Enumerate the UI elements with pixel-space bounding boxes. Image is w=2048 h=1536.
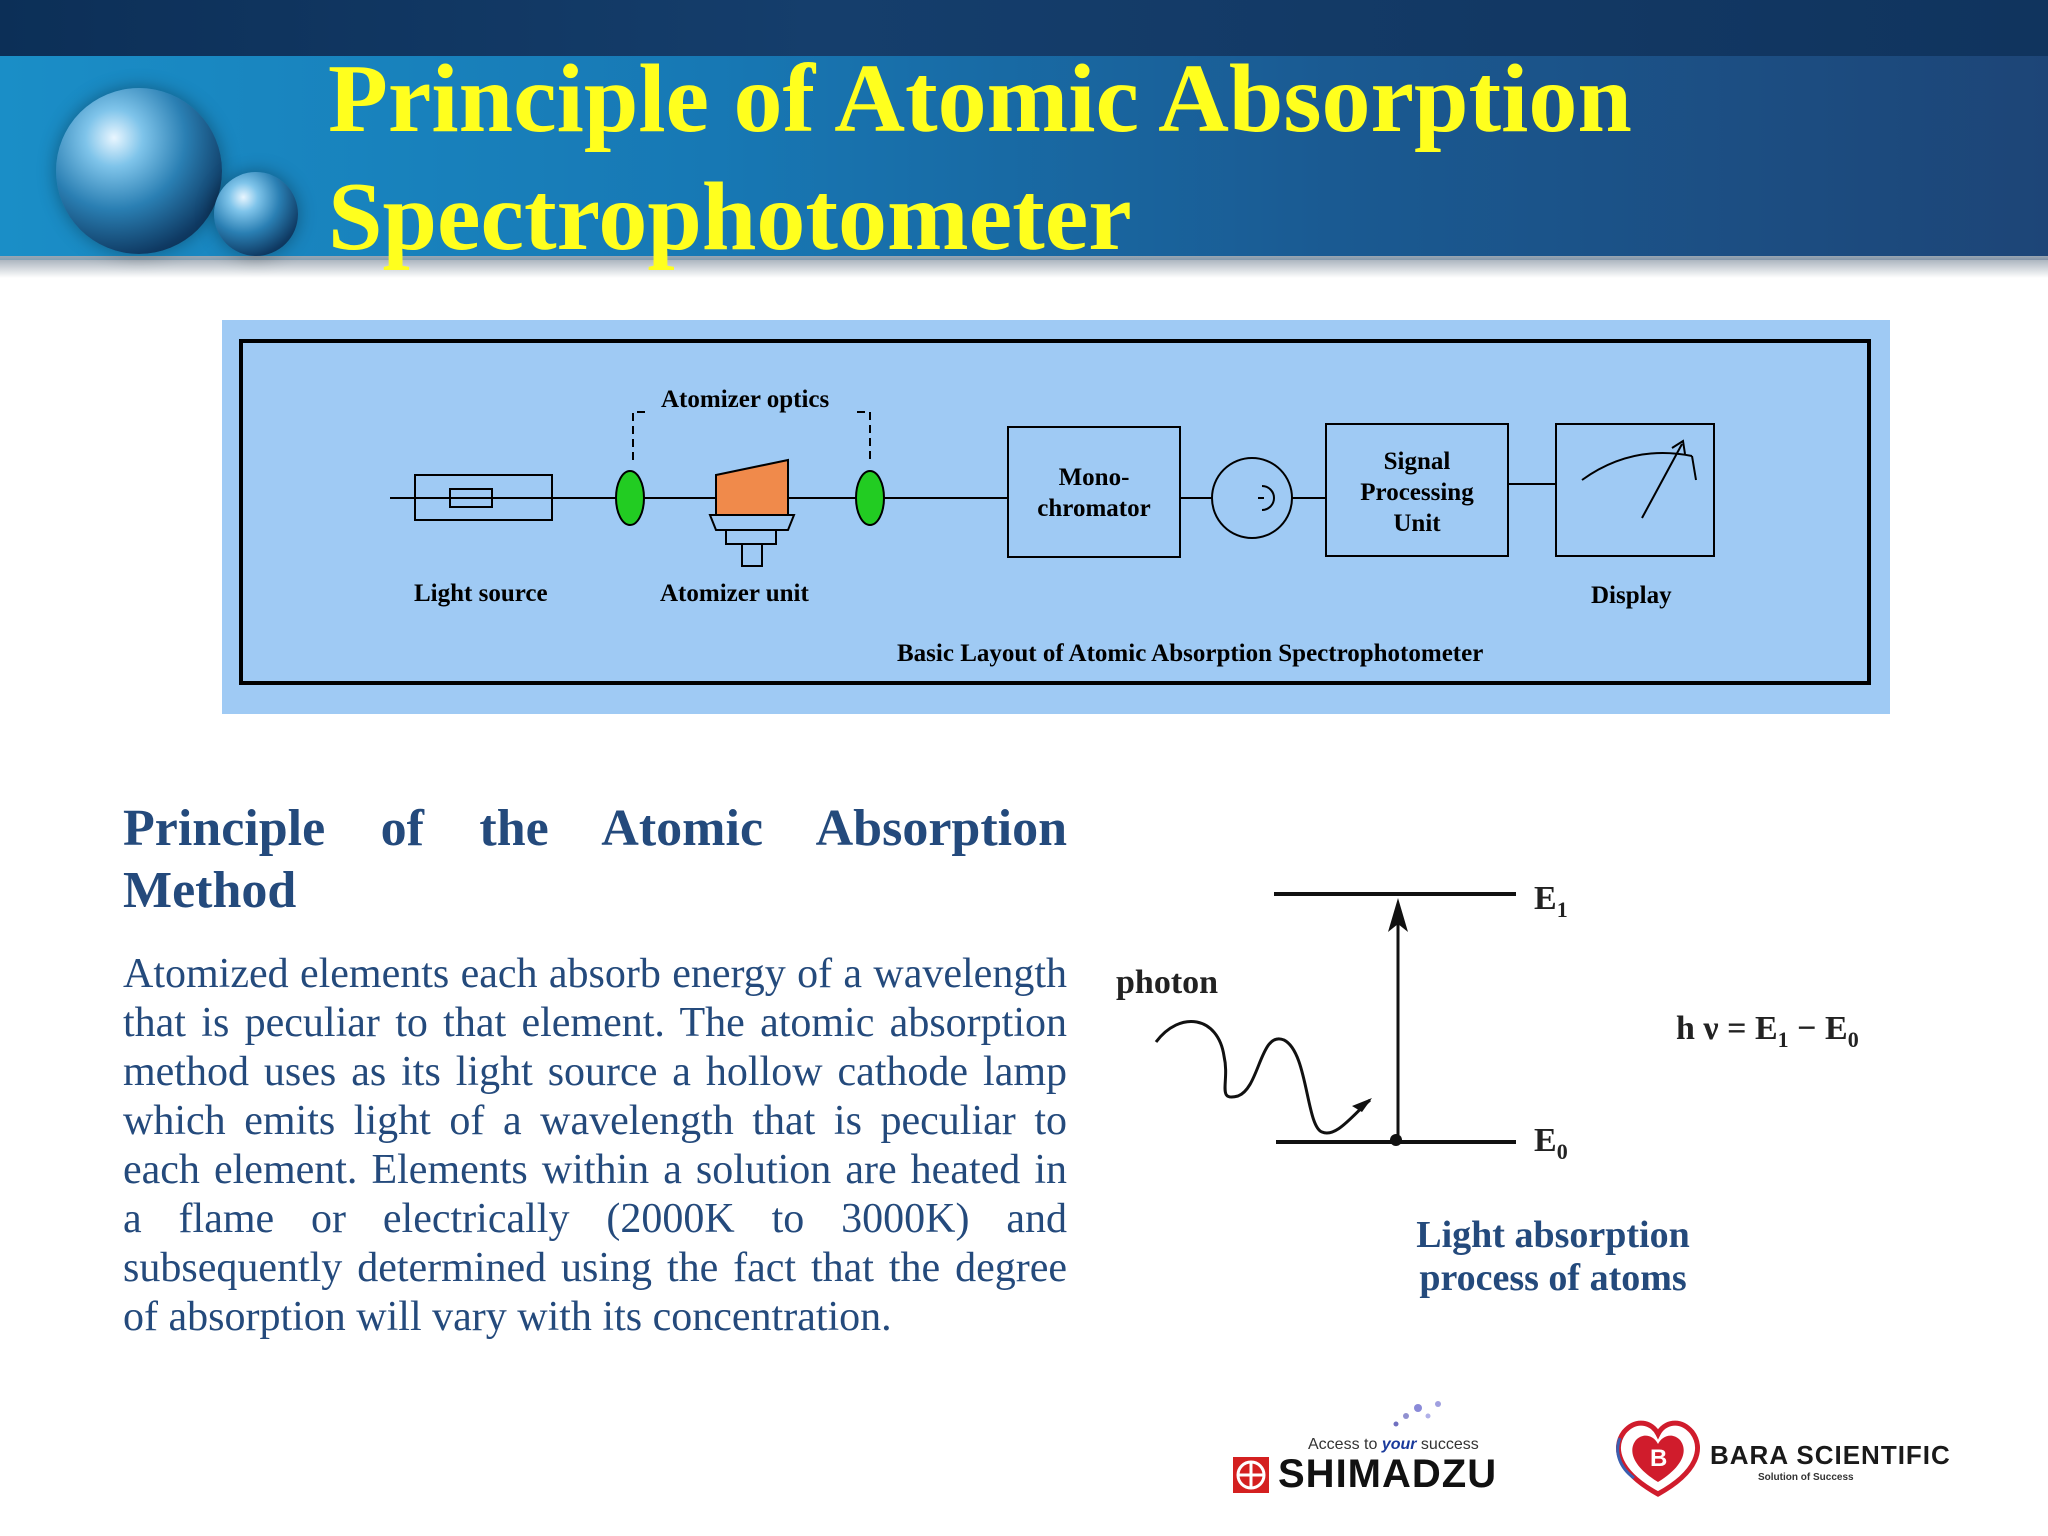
electron-dot: [1390, 1134, 1402, 1146]
photon-wave-icon: [1154, 1020, 1371, 1135]
detector-icon: [1211, 457, 1293, 539]
bara-wordmark: BARA SCIENTIFIC: [1710, 1440, 1951, 1470]
upper-level-label: E1: [1534, 880, 1568, 922]
shimadzu-tagline: Access to your success: [1308, 1436, 1479, 1453]
globe-orb-icon: [56, 88, 222, 254]
section-body-text: Atomized elements each absorb energy of …: [123, 951, 1067, 1340]
atomizer-optics-bracket: [632, 411, 871, 460]
header-shadow: [0, 256, 2048, 278]
display-label: Display: [1591, 582, 1672, 609]
header-top-stripe: [0, 0, 2048, 56]
shimadzu-dots-icon: [1393, 1401, 1441, 1427]
energy-equation: h ν = E1 − E0: [1676, 1010, 1859, 1052]
svg-text:B: B: [1650, 1445, 1667, 1472]
shimadzu-logo: Access to your success SHIMADZU: [1228, 1400, 1528, 1500]
signal-processing-box: [1325, 423, 1509, 557]
burner-icon: [708, 458, 796, 567]
shimadzu-wordmark: SHIMADZU: [1278, 1452, 1498, 1496]
meter-icon: [1555, 423, 1715, 557]
section-heading: Principle of the Atomic Absorption Metho…: [123, 800, 1067, 919]
bara-heart-icon: B: [1616, 1420, 1700, 1497]
lower-level-label: E0: [1534, 1122, 1568, 1164]
photon-arrow-icon: [1352, 1098, 1372, 1112]
bara-scientific-logo: B BARA SCIENTIFIC Solution of Success: [1610, 1412, 1950, 1502]
shimadzu-cross-icon: [1233, 1457, 1269, 1493]
lens-icon: [615, 470, 645, 526]
photon-label: photon: [1116, 964, 1219, 1001]
basic-layout-diagram: Atomizer optics Mono- chromator Signal P…: [222, 320, 1890, 714]
slide-header: Principle of Atomic Absorption Spectroph…: [0, 0, 2048, 278]
light-source-label: Light source: [414, 580, 548, 607]
lens-icon: [855, 470, 885, 526]
small-orb-icon: [214, 172, 298, 256]
diagram-frame: [239, 339, 1871, 685]
energy-level-diagram: [1154, 892, 1516, 1146]
atomizer-unit-label: Atomizer unit: [660, 580, 809, 607]
atomizer-optics-label: Atomizer optics: [661, 386, 830, 413]
bara-tagline: Solution of Success: [1758, 1472, 1854, 1483]
layout-diagram-drawing: [239, 339, 1871, 685]
arrow-head-icon: [1388, 898, 1408, 932]
signal-processing-label: Signal Processing Unit: [1360, 448, 1474, 537]
energy-diagram-caption: Light absorption process of atoms: [1416, 1214, 1690, 1299]
diagram-caption: Basic Layout of Atomic Absorption Spectr…: [897, 640, 1484, 667]
monochromator-label: Mono- chromator: [1037, 464, 1151, 522]
monochromator-box: [1007, 426, 1181, 558]
slide-title: Principle of Atomic Absorption Spectroph…: [328, 45, 1632, 271]
lamp-icon: [414, 474, 553, 521]
